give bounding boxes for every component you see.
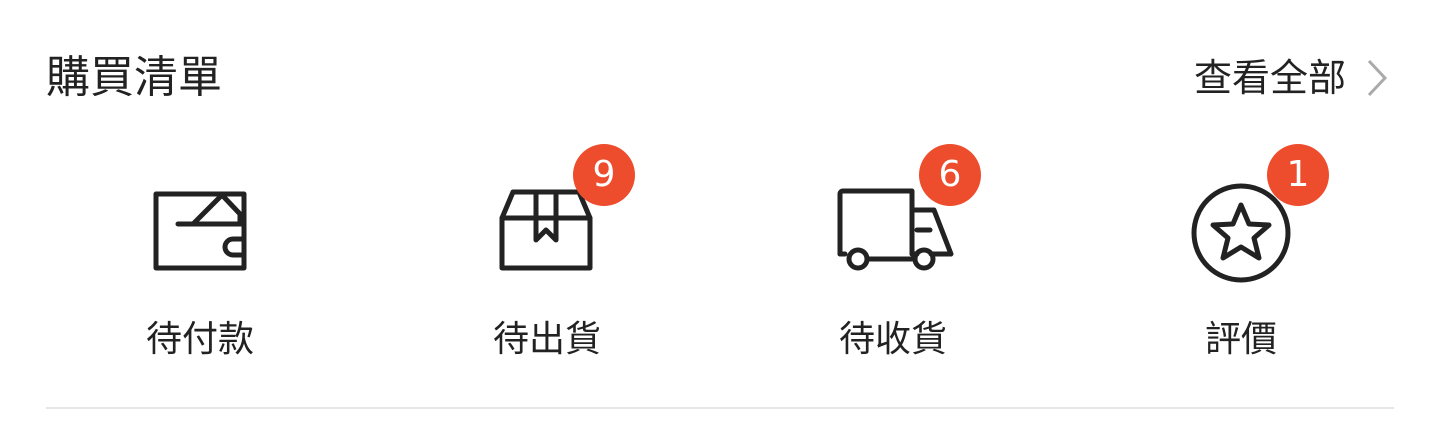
- page-title: 購買清單: [46, 52, 222, 103]
- order-status-to-receive[interactable]: 6 待收貨: [743, 144, 1043, 370]
- divider: [46, 407, 1394, 409]
- order-status-review[interactable]: 1 評價: [1091, 144, 1391, 370]
- star-icon: [1191, 183, 1291, 283]
- item-label: 評價: [1204, 319, 1277, 360]
- view-all-link[interactable]: 查看全部: [1194, 52, 1388, 104]
- package-icon: [499, 189, 593, 271]
- item-label: 待付款: [145, 319, 254, 360]
- count-badge: 1: [1267, 144, 1329, 206]
- item-label: 待收貨: [838, 319, 947, 360]
- view-all-label: 查看全部: [1193, 56, 1346, 100]
- item-label: 待出貨: [492, 319, 601, 360]
- chevron-right-icon: [1367, 59, 1388, 97]
- truck-icon: [837, 188, 954, 271]
- order-status-to-pay[interactable]: 待付款: [50, 150, 350, 370]
- wallet-icon: [153, 191, 247, 271]
- count-badge: 6: [919, 144, 981, 206]
- count-badge: 9: [573, 144, 635, 206]
- order-status-to-ship[interactable]: 9 待出貨: [397, 144, 697, 370]
